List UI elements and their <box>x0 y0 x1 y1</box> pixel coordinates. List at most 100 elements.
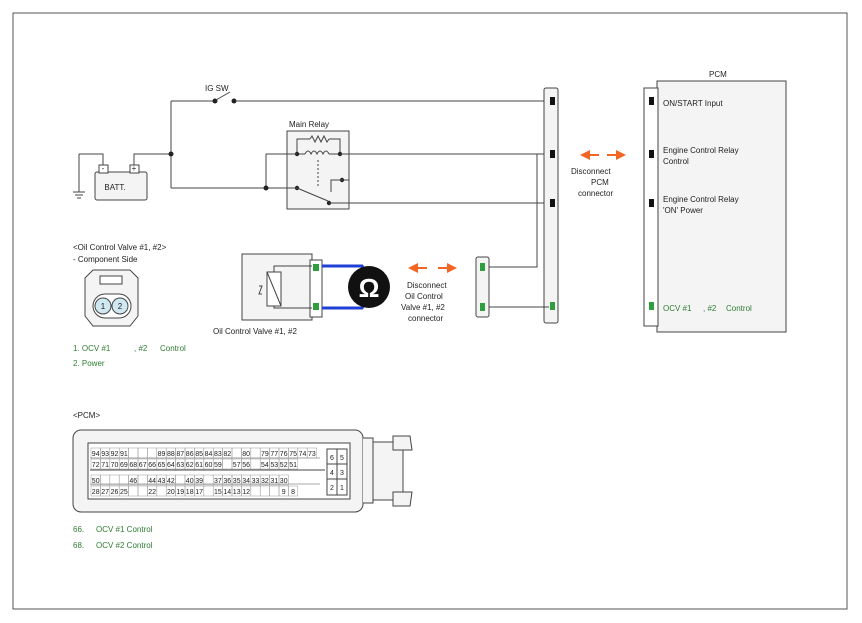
pcm-side-pin-number: 6 <box>330 455 334 462</box>
disc-pcm-line2: PCM <box>591 178 609 187</box>
ocv-harness-connector <box>475 256 490 318</box>
pcm-pin-number: 73 <box>308 451 316 458</box>
pcm-ocv-label-3: Control <box>726 304 752 313</box>
pcm-pin-number: 76 <box>280 451 288 458</box>
pcm-ecr-control-line2: Control <box>663 157 689 166</box>
ground-icon <box>73 154 85 199</box>
pcm-pin-number: 66 <box>148 462 156 469</box>
pcm-pin-number: 87 <box>176 451 184 458</box>
pcm-connector-face <box>72 429 413 513</box>
ocv-component-label: Oil Control Valve #1, #2 <box>213 327 297 336</box>
pcm-pin-number: 86 <box>186 451 194 458</box>
pcm-pin-cell <box>288 485 299 497</box>
pcm-harness-connector <box>543 87 559 324</box>
pcm-pin-number: 46 <box>129 478 137 485</box>
pcm-pin-number: 77 <box>270 451 278 458</box>
ig-sw-label: IG SW <box>205 84 229 93</box>
pcm-pin-number: 91 <box>120 451 128 458</box>
pcm-pin-number: 28 <box>92 489 100 496</box>
pcm-pin-number: 61 <box>195 462 203 469</box>
pcm-pin-number: 14 <box>223 489 231 496</box>
pcm-ocv-label-2: , #2 <box>703 304 717 313</box>
pcm-pin-number: 8 <box>291 489 295 496</box>
pcm-pin-number: 27 <box>101 489 109 496</box>
pcm-pin-number: 59 <box>214 462 222 469</box>
pcm-ecr-power-line1: Engine Control Relay <box>663 195 739 204</box>
pcm-pin-number: 39 <box>195 478 203 485</box>
pcm-pin-cell <box>306 447 317 459</box>
batt-label: BATT. <box>104 183 125 192</box>
pcm-ecr-power-line2: 'ON' Power <box>663 206 703 215</box>
pcm-pin-number: 43 <box>158 478 166 485</box>
pcm-pin-number: 17 <box>195 489 203 496</box>
disc-pcm-line1: Disconnect <box>571 167 611 176</box>
pcm-pin-number: 9 <box>282 489 286 496</box>
pcm-legend-2-num: 68. <box>73 541 84 550</box>
pcm-pin-number: 19 <box>176 489 184 496</box>
pcm-pin-number: 36 <box>223 478 231 485</box>
pcm-pin-number: 74 <box>299 451 307 458</box>
pcm-side-pin-number: 5 <box>340 455 344 462</box>
pcm-pin-number: 72 <box>92 462 100 469</box>
batt-minus-label: - <box>102 164 105 173</box>
ocv-connector-face: 1 2 <box>84 269 139 327</box>
pcm-ocv-label: OCV #1 <box>663 304 692 313</box>
outer-frame <box>12 12 848 610</box>
pcm-pin-number: 51 <box>289 462 297 469</box>
pcm-legend-1: OCV #1 Control <box>96 525 153 534</box>
pcm-connector-title: <PCM> <box>73 411 100 420</box>
pcm-pin-number: 57 <box>233 462 241 469</box>
pcm-pin-number: 25 <box>120 489 128 496</box>
pcm-pin-number: 32 <box>261 478 269 485</box>
pcm-pin-number: 30 <box>280 478 288 485</box>
pcm-pin-number: 85 <box>195 451 203 458</box>
main-relay <box>286 130 350 210</box>
pcm-side-pin-number: 4 <box>330 470 334 477</box>
pcm-legend-2: OCV #2 Control <box>96 541 153 550</box>
pcm-pin-number: 89 <box>158 451 166 458</box>
pcm-legend-1-num: 66. <box>73 525 84 534</box>
pcm-pin-number: 88 <box>167 451 175 458</box>
disc-ocv-line2: Oil Control <box>405 292 443 301</box>
disc-ocv-line4: connector <box>408 314 443 323</box>
pcm-ecr-control-line1: Engine Control Relay <box>663 146 739 155</box>
pcm-pin-number: 54 <box>261 462 269 469</box>
ocv-legend-1b: , #2 <box>134 344 148 353</box>
disc-ocv-line3: Valve #1, #2 <box>401 303 445 312</box>
pcm-pin-number: 34 <box>242 478 250 485</box>
pcm-pin-cell <box>278 474 289 486</box>
pcm-pin-number: 22 <box>148 489 156 496</box>
ocv-legend-2: 2. Power <box>73 359 105 368</box>
main-relay-label: Main Relay <box>289 120 329 129</box>
pcm-pin-number: 83 <box>214 451 222 458</box>
ocv-connector-title: <Oil Control Valve #1, #2> <box>73 243 167 252</box>
pcm-pin-number: 18 <box>186 489 194 496</box>
pcm-pin-number: 63 <box>176 462 184 469</box>
ocv-legend-1c: Control <box>160 344 186 353</box>
pcm-pin-number: 52 <box>280 462 288 469</box>
oil-control-valve <box>241 253 323 321</box>
pcm-pin-number: 12 <box>242 489 250 496</box>
pcm-pin-number: 92 <box>111 451 119 458</box>
pcm-on-start-label: ON/START Input <box>663 99 723 108</box>
pcm-pin-number: 42 <box>167 478 175 485</box>
pcm-pin-number: 60 <box>205 462 213 469</box>
pcm-pin-number: 37 <box>214 478 222 485</box>
pcm-pin-number: 65 <box>158 462 166 469</box>
pcm-pin-number: 69 <box>120 462 128 469</box>
pcm-pin-number: 35 <box>233 478 241 485</box>
disc-pcm-line3: connector <box>578 189 613 198</box>
pcm-pin-number: 13 <box>233 489 241 496</box>
pcm-pin-number: 31 <box>270 478 278 485</box>
ignition-switch-icon <box>171 91 549 104</box>
pcm-pin-number: 71 <box>101 462 109 469</box>
pcm-pin-number: 26 <box>111 489 119 496</box>
pcm-pin-number: 53 <box>270 462 278 469</box>
pcm-pin-number: 44 <box>148 478 156 485</box>
pcm-pin-number: 15 <box>214 489 222 496</box>
pcm-pin-number: 94 <box>92 451 100 458</box>
pcm-pin-number: 82 <box>223 451 231 458</box>
